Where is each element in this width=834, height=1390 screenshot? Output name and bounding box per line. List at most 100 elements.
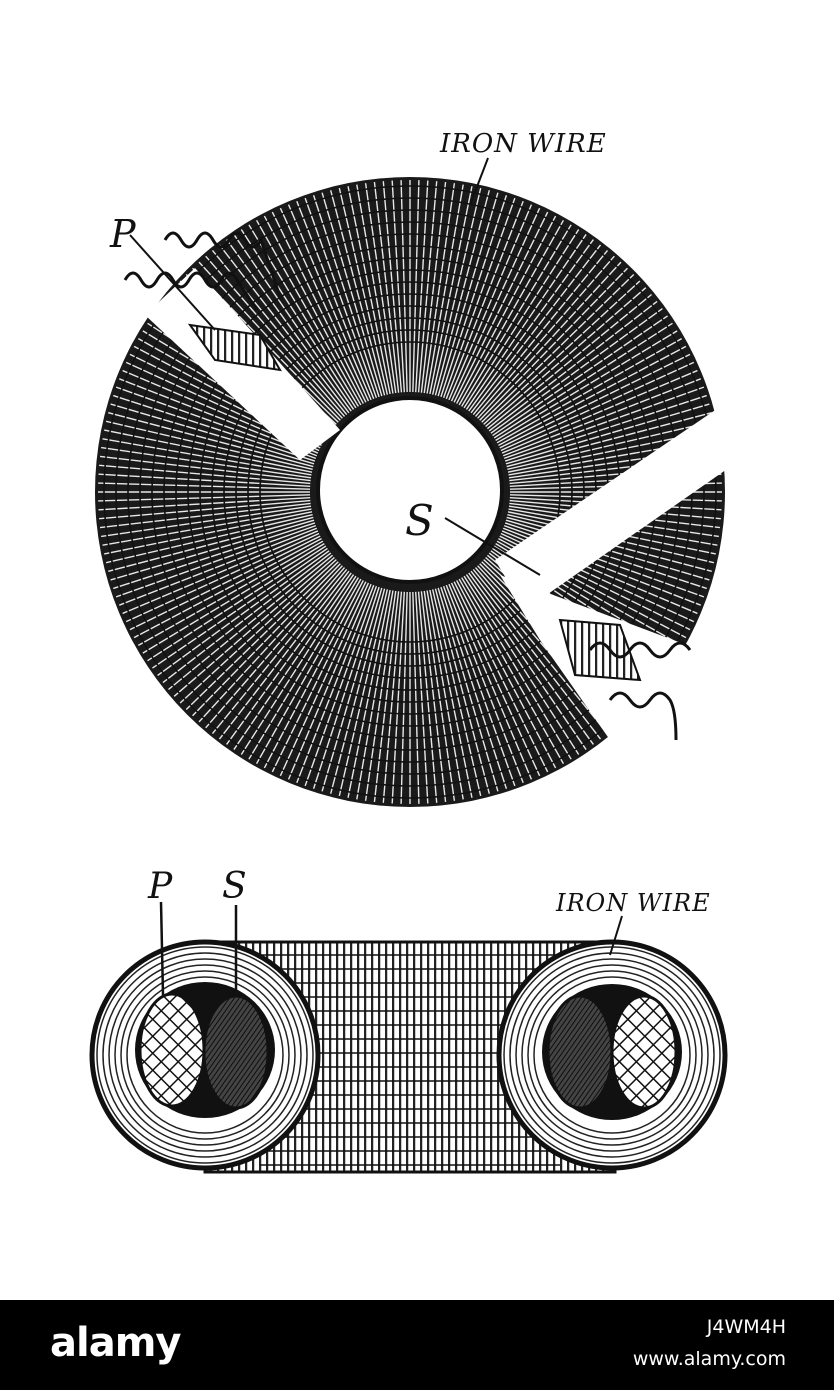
watermark-site: www.alamy.com [632,1348,786,1370]
torus-wire-line [304,585,378,787]
primary-lead-1 [163,231,283,301]
torus-wire-line [356,590,394,800]
torus-wire-line [461,224,572,407]
torus-wire-line [479,267,628,421]
torus-wire-line [99,502,311,529]
torus-wire-line [129,535,321,631]
toroidal-core: IRON WIRE P S [95,129,740,807]
torus-wire-line [104,511,313,555]
right-primary-winding [610,994,678,1110]
secondary-lead-2 [608,691,678,741]
torus-wire-line [133,538,322,639]
torus-wire-line [486,293,652,430]
torus-wire-line [113,394,316,462]
torus-wire-line [179,559,337,704]
torus-wire-line [485,287,647,428]
bottom-secondary-label: S [222,866,247,907]
torus-wire-line [312,586,380,789]
torus-wire-line [115,524,317,598]
primary-lead-2 [123,271,259,311]
torus-wire-line [101,446,312,479]
torus-wire-line [463,229,580,409]
torus-wire-line [287,204,372,401]
transformer-diagram: IRON WIRE P S P S IRON WIRE [89,129,740,1174]
bottom-primary-label: P [147,866,173,907]
torus-wire-line [110,403,315,465]
torus-wire-line [499,353,691,449]
torus-wire-line [173,556,335,697]
section-ring-line [96,946,314,1164]
torus-wire-line [296,584,375,783]
torus-wire-line [442,585,516,787]
section-ring-line [527,970,697,1140]
torus-wire-line [240,229,357,409]
section-ring-line [509,952,715,1158]
torus-wire-line [423,183,456,394]
bottom-iron-wire-label: IRON WIRE [555,889,711,917]
torus-wire-line [321,587,383,792]
torus-wire-line [429,589,473,798]
torus-wire-line [211,568,348,734]
torus-wire-line [507,420,715,471]
torus-wire-line [263,215,364,404]
torus-wire-line [105,420,313,471]
torus-wire-line [490,308,663,434]
torus-wire-line [496,337,683,444]
torus-wire-line [102,508,312,546]
watermark-footer: alamy J4WM4H www.alamy.com [0,1300,834,1390]
torus-wire-line [255,219,362,406]
torus-wire-line [431,589,482,797]
torus-wire-line [434,190,490,396]
section-ring-line [114,964,296,1146]
torus-wire-line [415,591,429,804]
torus-wire-line [364,590,397,801]
torus-wire-line [493,322,673,439]
torus-wire-line [101,505,312,538]
torus-wire-line [470,244,602,414]
torus-wire-line [420,591,447,803]
p-leader-line [129,234,216,331]
bottom-iron-wire-leader-line [609,915,623,956]
torus-wire-line [330,190,386,396]
section-ring-line [521,964,703,1146]
torus-wire-line [448,583,533,780]
torus-wire-line [218,244,350,414]
torus-wire-line [312,195,380,398]
torus-wire-line [147,545,327,662]
torus-wire-line [205,255,346,417]
iron-wire-leader-line [469,157,489,206]
torus-wire-line [506,412,712,468]
torus-wire-line [347,589,391,798]
torus-wire-line [226,572,352,745]
torus-wire-line [495,330,678,441]
torus-wire-line [102,438,312,476]
torus-wire-line [338,589,389,797]
torus-wire-line [98,494,311,502]
torus-wire-line [442,197,516,399]
torus-wire-line [448,204,533,401]
torus-wire-line [450,207,541,402]
torus-wire-line [458,578,565,765]
torus-wire-line [168,554,334,691]
right-section-rings [503,946,721,1164]
torus-wire-line [115,386,317,460]
secondary-lead-1 [588,641,692,659]
torus-wire-line [192,563,341,717]
torus-wire-line [338,187,389,395]
torus-wire-line [429,186,473,395]
torus-wire-line [99,455,311,482]
top-secondary-label: S [405,496,434,545]
torus-wire-line [137,540,324,647]
torus-wire-line [450,582,541,777]
torus-wire-line [483,280,641,425]
torus-wire-line [233,574,355,750]
torus-wire-line [426,590,464,800]
torus-wire-line [458,219,565,406]
core-cross-section: P S IRON WIRE [89,866,728,1174]
torus-wire-line [468,572,594,745]
torus-wire-line [445,584,524,783]
torus-wire-line [226,239,352,412]
torus-wire-line [412,591,420,804]
torus-ring-line [235,317,585,667]
left-section-rings [96,946,314,1164]
